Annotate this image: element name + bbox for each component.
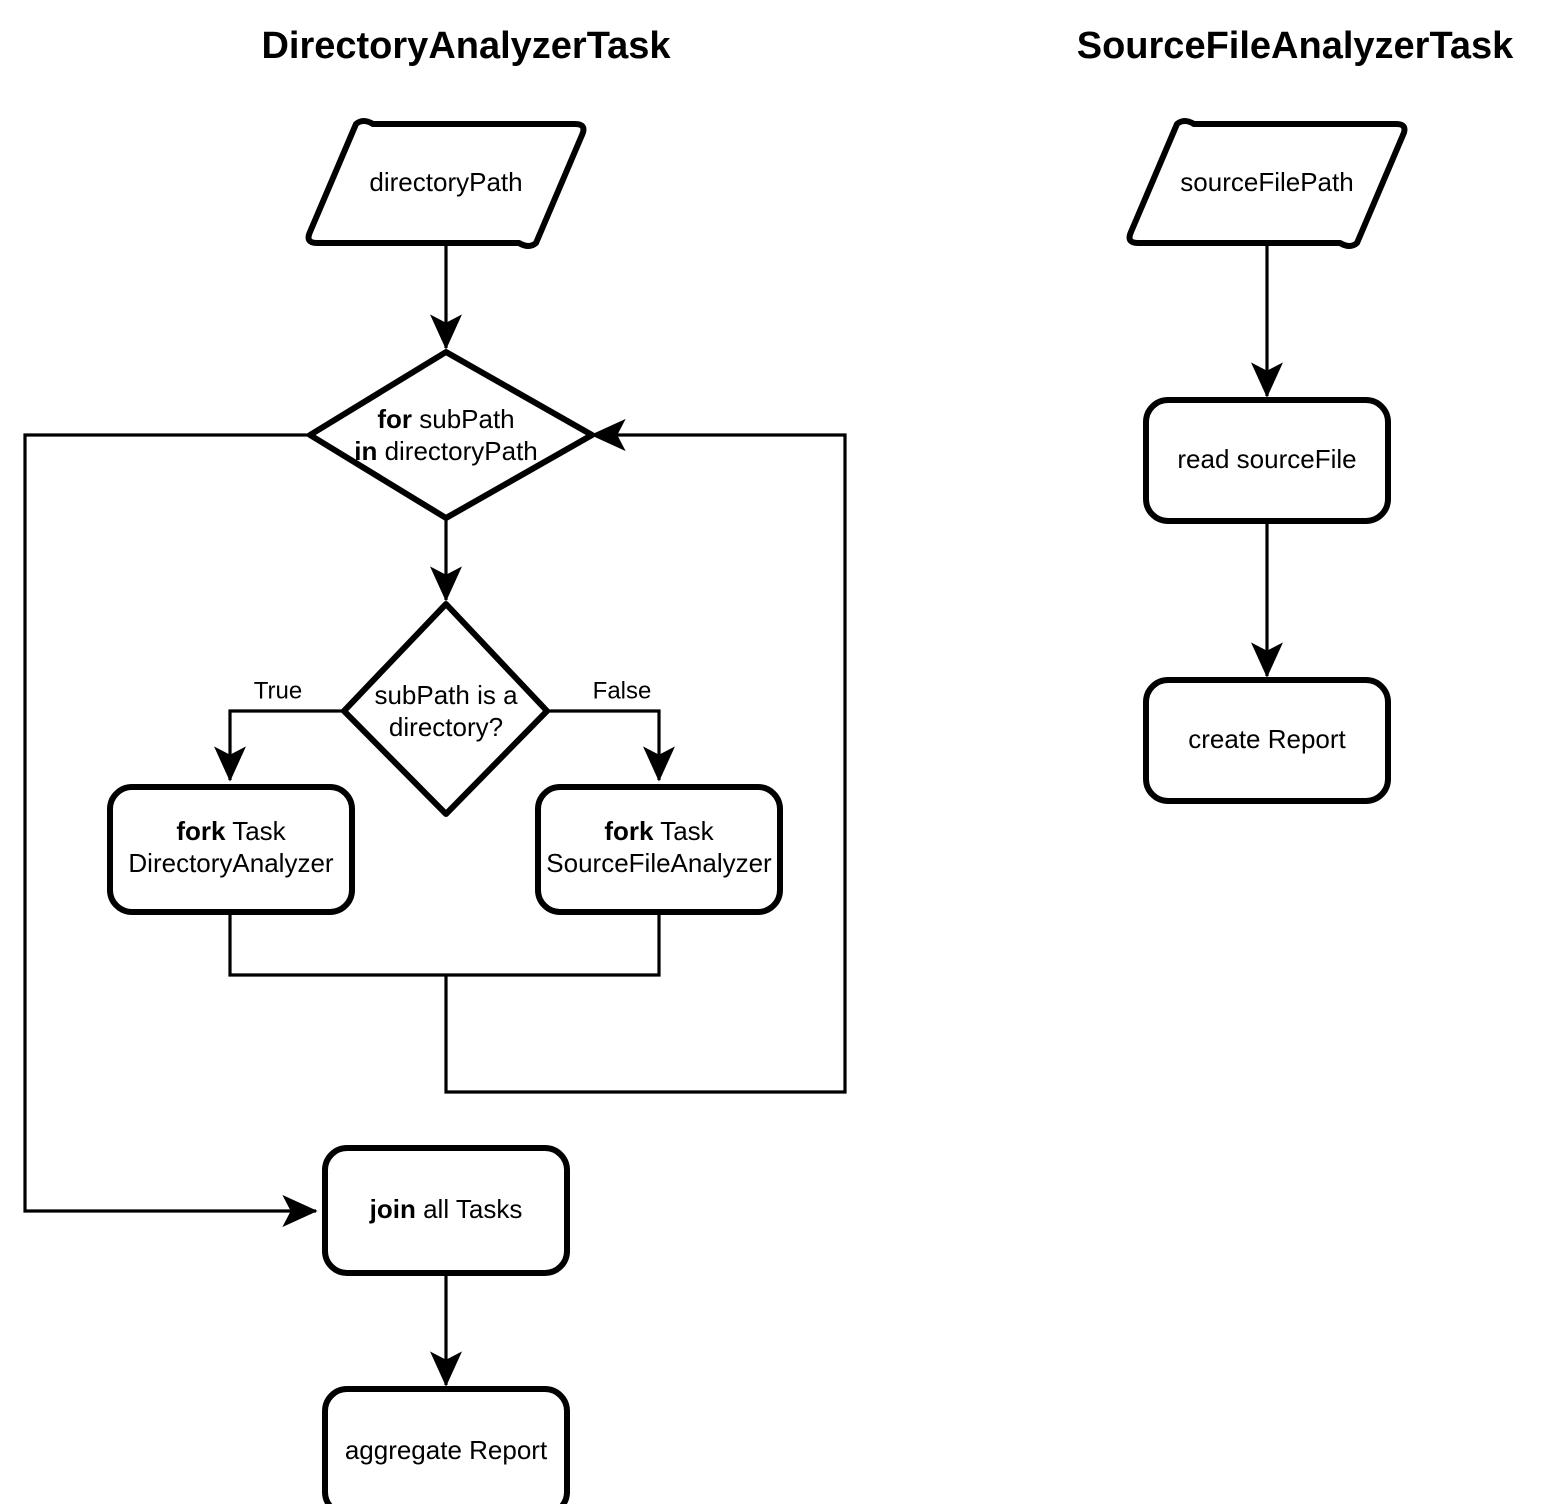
node-is-directory-line1: subPath is a bbox=[374, 680, 518, 710]
rounded-rect-shape bbox=[322, 1386, 570, 1504]
node-for-loop-line2: in directoryPath bbox=[354, 436, 538, 466]
diamond-shape bbox=[341, 601, 550, 817]
edge-false-to-fork-sourcefileanalyzer bbox=[547, 709, 675, 782]
rounded-rect-shape bbox=[322, 1145, 570, 1276]
title-source-file-analyzer-task: SourceFileAnalyzerTask bbox=[1077, 25, 1514, 67]
edge-label-false: False bbox=[593, 677, 652, 704]
node-aggregate-report[interactable]: aggregate Report bbox=[322, 1386, 570, 1504]
node-read-source-file-label: read sourceFile bbox=[1177, 444, 1356, 474]
node-for-loop-line1-rest: subPath bbox=[412, 404, 515, 434]
node-directory-path-label: directoryPath bbox=[369, 167, 522, 197]
node-for-loop-keyword-for: for bbox=[377, 404, 412, 434]
rounded-rect-shape bbox=[1143, 397, 1391, 524]
node-create-report-label: create Report bbox=[1188, 724, 1346, 754]
rounded-rect-shape bbox=[107, 784, 355, 915]
edge-label-true: True bbox=[254, 677, 302, 704]
edge-fork-sourcefileanalyzer-to-merge bbox=[446, 912, 661, 977]
node-fork-sourcefile-analyzer[interactable]: fork Task SourceFileAnalyzer bbox=[535, 784, 783, 915]
node-join-all-tasks-rest: all Tasks bbox=[416, 1194, 522, 1224]
title-directory-analyzer-task: DirectoryAnalyzerTask bbox=[261, 25, 671, 67]
node-fork-sourcefile-analyzer-keyword: fork bbox=[604, 816, 654, 846]
parallelogram-shape bbox=[305, 118, 587, 249]
node-fork-directory-analyzer-line1-rest: Task bbox=[225, 816, 286, 846]
node-for-loop-keyword-in: in bbox=[354, 436, 377, 466]
node-fork-directory-analyzer-keyword: fork bbox=[176, 816, 226, 846]
node-is-directory[interactable]: subPath is a directory? bbox=[341, 601, 550, 817]
node-join-all-tasks-keyword: join bbox=[369, 1194, 416, 1224]
node-is-directory-line2: directory? bbox=[389, 712, 503, 742]
node-fork-directory-analyzer-line1: fork Task bbox=[176, 816, 286, 846]
edge-forloop-exit-to-join bbox=[23, 433, 318, 1227]
edge-merge-loopback-to-forloop bbox=[444, 419, 847, 1094]
left-connectors bbox=[23, 243, 847, 1387]
edge-fork-directoryanalyzer-to-merge bbox=[228, 912, 446, 977]
node-aggregate-report-label: aggregate Report bbox=[345, 1435, 548, 1465]
node-for-loop-line2-rest: directoryPath bbox=[377, 436, 537, 466]
node-for-loop[interactable]: for subPath in directoryPath bbox=[307, 349, 595, 521]
node-join-all-tasks[interactable]: join all Tasks bbox=[322, 1145, 570, 1276]
rounded-rect-shape bbox=[535, 784, 783, 915]
node-create-report[interactable]: create Report bbox=[1143, 677, 1391, 804]
node-source-file-path[interactable]: sourceFilePath bbox=[1126, 118, 1408, 249]
edge-true-to-fork-directoryanalyzer bbox=[214, 709, 344, 782]
node-join-all-tasks-label: join all Tasks bbox=[369, 1194, 523, 1224]
rounded-rect-shape bbox=[1143, 677, 1391, 804]
node-read-source-file[interactable]: read sourceFile bbox=[1143, 397, 1391, 524]
node-directory-path[interactable]: directoryPath bbox=[305, 118, 587, 249]
node-fork-directory-analyzer-line2: DirectoryAnalyzer bbox=[128, 848, 334, 878]
node-fork-sourcefile-analyzer-line1: fork Task bbox=[604, 816, 714, 846]
node-fork-sourcefile-analyzer-line2: SourceFileAnalyzer bbox=[546, 848, 772, 878]
diamond-shape bbox=[307, 349, 595, 521]
parallelogram-shape bbox=[1126, 118, 1408, 249]
node-fork-directory-analyzer[interactable]: fork Task DirectoryAnalyzer bbox=[107, 784, 355, 915]
node-for-loop-line1: for subPath bbox=[377, 404, 514, 434]
node-source-file-path-label: sourceFilePath bbox=[1180, 167, 1353, 197]
node-fork-sourcefile-analyzer-line1-rest: Task bbox=[653, 816, 714, 846]
